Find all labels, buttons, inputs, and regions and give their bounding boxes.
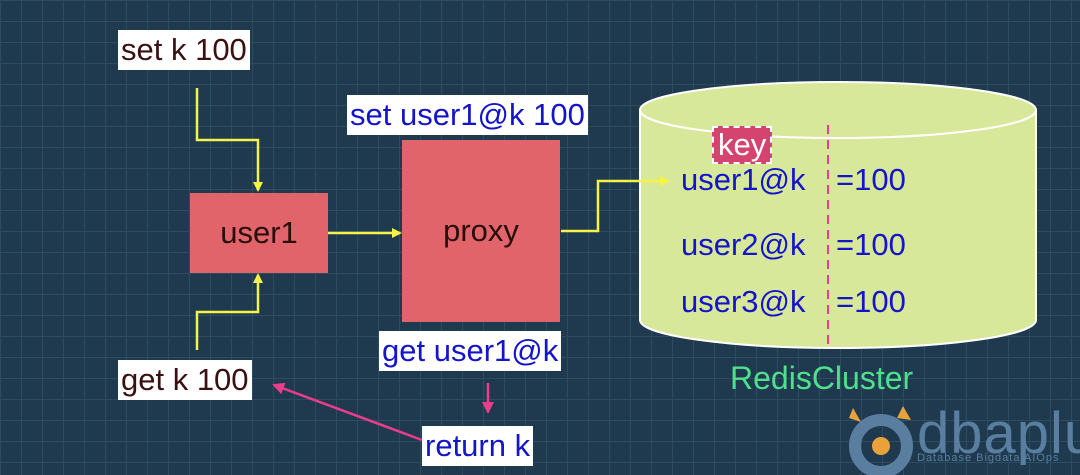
redis-row-value: =100 bbox=[836, 284, 906, 319]
redis-row-key: user1@k bbox=[681, 162, 806, 197]
user-node: user1 bbox=[190, 193, 328, 273]
redis-row-value: =100 bbox=[836, 227, 906, 262]
logo-tagline: Database Bigdata AIOps bbox=[917, 452, 1060, 464]
dbaplus-logo: dbaplus Database Bigdata AIOps bbox=[845, 400, 1080, 475]
proxy-set-label: set user1@k 100 bbox=[347, 95, 588, 135]
redis-row-key: user2@k bbox=[681, 227, 806, 262]
redis-cluster-cylinder bbox=[639, 81, 1037, 349]
get-command-label: get k 100 bbox=[118, 360, 252, 400]
arrow-set-to-user bbox=[195, 88, 263, 192]
logo-wordmark: dbaplus bbox=[917, 401, 1080, 466]
proxy-get-label: get user1@k bbox=[379, 331, 562, 371]
set-command-label: set k 100 bbox=[118, 30, 250, 70]
proxy-node: proxy bbox=[402, 140, 560, 322]
key-tag: key bbox=[712, 126, 773, 164]
return-label: return k bbox=[422, 426, 534, 466]
arrow-return-to-client bbox=[272, 382, 423, 442]
redis-row-value: =100 bbox=[836, 162, 906, 197]
arrow-get-to-user bbox=[195, 273, 263, 350]
redis-row-key: user3@k bbox=[681, 284, 806, 319]
redis-cluster-title: RedisCluster bbox=[730, 360, 914, 396]
arrow-proxy-to-redis bbox=[561, 176, 670, 233]
dbaplus-logo-icon bbox=[849, 406, 913, 475]
